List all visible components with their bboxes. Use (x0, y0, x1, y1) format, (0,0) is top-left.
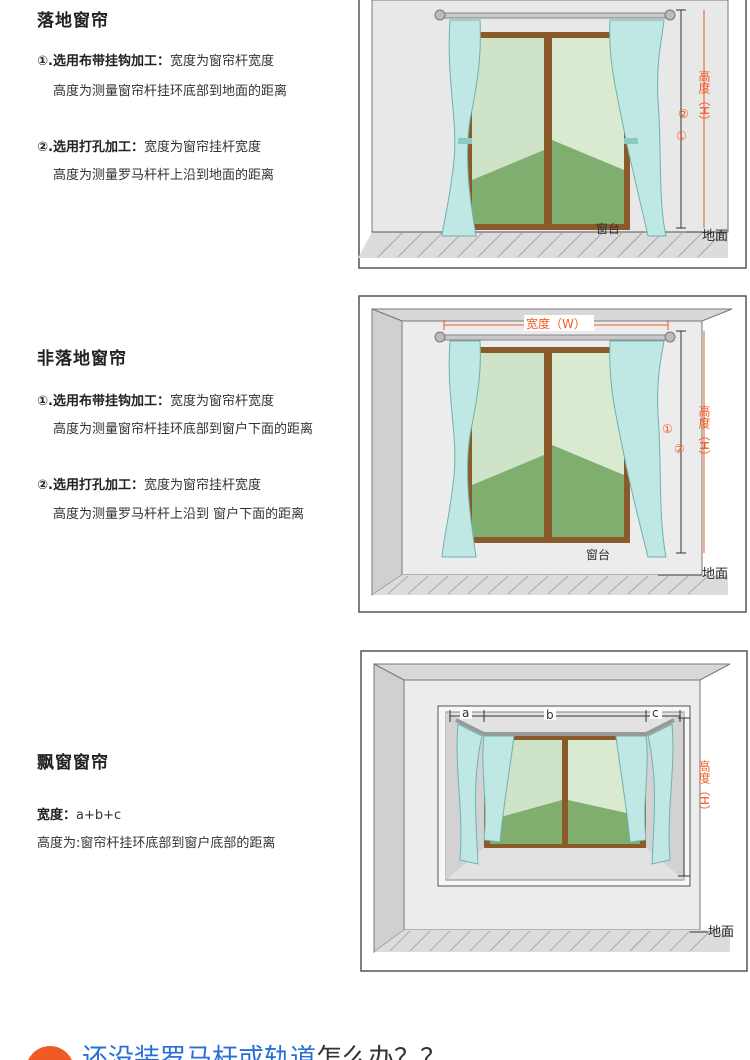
item-2-sub: 高度为测量罗马杆杆上沿到地面的距离 (53, 168, 275, 183)
label-c: c (652, 706, 659, 720)
item-1-sub: 高度为测量窗帘杆挂环底部到窗户下面的距离 (53, 422, 314, 437)
item-lead: ②.选用打孔加工： (37, 478, 144, 493)
sill-label: 窗台 (586, 547, 610, 562)
plus-icon (26, 1046, 74, 1060)
item-rest: 宽度为窗帘杆宽度 (169, 54, 274, 69)
non-floor-curtain-illustration: 宽度（W） ① ② 高度（H） 窗台 地面 (358, 295, 747, 613)
height-label: 高度（H） (697, 404, 711, 462)
section-non-floor-curtain: 非落地窗帘 ①.选用布带挂钩加工：宽度为窗帘杆宽度 高度为测量窗帘杆挂环底部到窗… (0, 280, 750, 620)
mark-2: ② (674, 442, 685, 456)
section-floor-curtain: 落地窗帘 ①.选用布带挂钩加工：宽度为窗帘杆宽度 高度为测量窗帘杆挂环底部到地面… (0, 0, 750, 280)
section-title: 飘窗窗帘 (37, 753, 109, 773)
heading-link[interactable]: 还没装罗马杆或轨道 (82, 1044, 317, 1060)
item-lead: ②.选用打孔加工： (37, 140, 144, 155)
floor-label: 地面 (708, 925, 734, 940)
sill-label: 窗台 (596, 221, 620, 236)
item-1-line: ①.选用布带挂钩加工：宽度为窗帘杆宽度 (37, 390, 274, 409)
item-1-sub: 高度为测量窗帘杆挂环底部到地面的距离 (53, 84, 288, 99)
section-title: 非落地窗帘 (37, 349, 127, 369)
height-label: 高度（H） (697, 759, 711, 817)
width-lead: 宽度： (37, 808, 77, 823)
mark-1: ① (662, 422, 673, 436)
section-bay-window-curtain: 飘窗窗帘 宽度：a+b+c 高度为:窗帘杆挂环底部到窗户底部的距离 a b c (0, 620, 750, 980)
section-title: 落地窗帘 (37, 11, 109, 31)
item-lead: ①.选用布带挂钩加工： (37, 394, 170, 409)
item-lead: ①.选用布带挂钩加工： (37, 54, 170, 69)
floor-label: 地面 (702, 229, 728, 244)
heading-text: 还没装罗马杆或轨道怎么办？？ (82, 1038, 446, 1060)
item-2-line: ②.选用打孔加工：宽度为窗帘挂杆宽度 (37, 474, 261, 493)
item-2-line: ②.选用打孔加工：宽度为窗帘挂杆宽度 (37, 136, 261, 155)
item-1-line: ①.选用布带挂钩加工：宽度为窗帘杆宽度 (37, 50, 274, 69)
bay-window-illustration: a b c 高度（H） 地面 (360, 650, 748, 972)
item-2-sub: 高度为测量罗马杆杆上沿到 窗户下面的距离 (53, 507, 305, 522)
next-section-heading: 还没装罗马杆或轨道怎么办？？ (0, 1032, 750, 1060)
heading-rest: 怎么办？？ (316, 1044, 447, 1060)
item-rest: 宽度为窗帘杆宽度 (169, 394, 274, 409)
height-line: 高度为:窗帘杆挂环底部到窗户底部的距离 (37, 836, 276, 851)
width-label: 宽度（W） (526, 316, 586, 331)
width-line: 宽度：a+b+c (37, 804, 121, 823)
item-rest: 宽度为窗帘挂杆宽度 (143, 140, 261, 155)
height-label: 高度（H） (697, 69, 711, 127)
floor-curtain-illustration: ① ② 高度（H） 窗台 地面 (358, 0, 747, 269)
item-rest: 宽度为窗帘挂杆宽度 (143, 478, 261, 493)
floor-label: 地面 (702, 567, 728, 582)
mark-2: ② (678, 107, 689, 121)
label-b: b (546, 708, 554, 722)
mark-1: ① (676, 129, 687, 143)
width-rest: a+b+c (76, 808, 122, 823)
label-a: a (462, 706, 469, 720)
